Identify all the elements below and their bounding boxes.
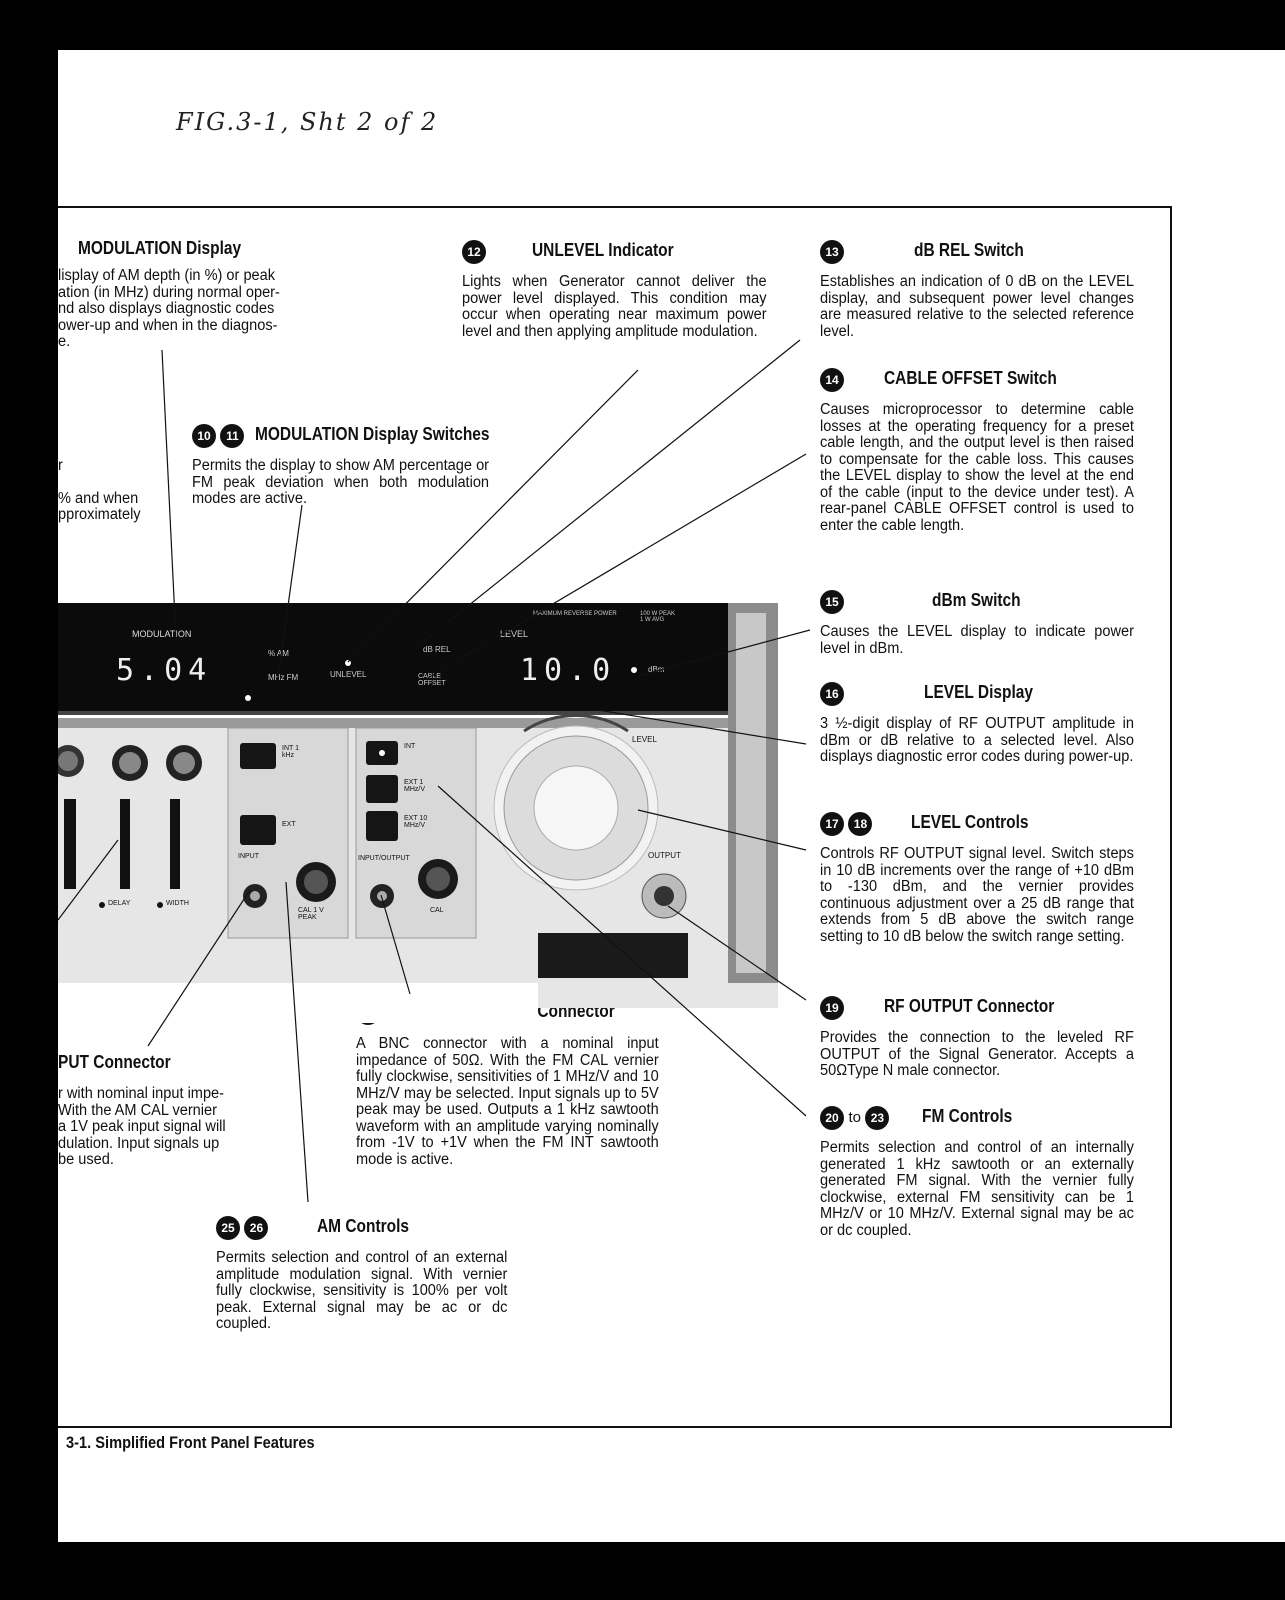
unlevel-title: UNLEVEL Indicator bbox=[532, 240, 675, 261]
fm-controls-to: to bbox=[848, 1109, 861, 1127]
panel-level-readout: 10.0 bbox=[520, 653, 617, 688]
fm-controls-text: Permits selection and control of an inte… bbox=[820, 1139, 1134, 1239]
panel-modulation-label: MODULATION bbox=[132, 629, 192, 639]
number-badge: 20 bbox=[820, 1106, 844, 1130]
cable-offset-title: CABLE OFFSET Switch bbox=[884, 368, 1058, 389]
cable-offset-heading: 14 CABLE OFFSET Switch bbox=[820, 368, 1085, 392]
dbm-heading: 15 dBm Switch bbox=[820, 590, 1035, 614]
text-line: ation (in MHz) during normal oper- bbox=[58, 283, 280, 301]
panel-am-input-label: INPUT bbox=[238, 853, 259, 860]
cable-offset-text: Causes microprocessor to determine cable… bbox=[820, 401, 1134, 534]
document-page: FIG.3-1, Sht 2 of 2 MODULATION Display l… bbox=[58, 50, 1285, 1569]
text-line: r bbox=[58, 457, 63, 474]
text-line: lisplay of AM depth (in %) or peak bbox=[58, 267, 276, 284]
number-badge: 19 bbox=[820, 996, 844, 1020]
number-badge: 26 bbox=[244, 1216, 269, 1240]
text-line: ower-up and when in the diagnos- bbox=[58, 316, 278, 334]
text-line: a 1V peak input signal will bbox=[58, 1118, 226, 1135]
number-badge: 18 bbox=[848, 812, 873, 836]
front-panel-photo: MODULATION 5.04 % AM MHz FM UNLEVEL dB R… bbox=[58, 603, 828, 1023]
db-rel-title: dB REL Switch bbox=[914, 240, 1025, 261]
am-input-text: r with nominal input impe- With the AM C… bbox=[58, 1085, 246, 1169]
panel-fm-cal-label: CAL bbox=[430, 907, 444, 914]
handwritten-note: FIG.3-1, Sht 2 of 2 bbox=[176, 108, 439, 136]
bottom-scan-edge bbox=[58, 1542, 1285, 1569]
fm-controls-heading: 20 to 23 FM Controls bbox=[820, 1106, 1027, 1130]
number-badge: 14 bbox=[820, 368, 844, 392]
panel-fm-ext1-label: EXT 1 MHz/V bbox=[404, 779, 425, 793]
panel-dbm-label: dBm bbox=[648, 665, 665, 674]
front-panel-drawing bbox=[58, 603, 778, 1023]
panel-level-knob-label: LEVEL bbox=[632, 735, 657, 744]
leader-lines bbox=[58, 339, 811, 1203]
panel-int-label: INT 1 kHz bbox=[282, 745, 299, 759]
level-display-text: 3 ½-digit display of RF OUTPUT amplitude… bbox=[820, 715, 1134, 765]
dbm-title: dBm Switch bbox=[932, 590, 1022, 611]
db-rel-text: Establishes an indication of 0 dB on the… bbox=[820, 273, 1134, 340]
level-display-heading: 16 LEVEL Display bbox=[820, 682, 1051, 706]
text-line: dulation. Input signals up bbox=[58, 1134, 220, 1152]
rf-output-heading: 19 RF OUTPUT Connector bbox=[820, 996, 1082, 1020]
text-line: nd also displays diagnostic codes bbox=[58, 300, 275, 317]
panel-am-label: % AM bbox=[268, 649, 289, 658]
text-line: With the AM CAL vernier bbox=[58, 1101, 217, 1119]
panel-fm-io-label: INPUT/OUTPUT bbox=[358, 855, 410, 862]
number-badge: 11 bbox=[220, 424, 245, 448]
number-badge: 10 bbox=[192, 424, 216, 448]
panel-modulation-readout: 5.04 bbox=[116, 653, 213, 688]
text-line: be used. bbox=[58, 1151, 114, 1168]
dbm-text: Causes the LEVEL display to indicate pow… bbox=[820, 623, 1134, 657]
panel-fm-label: MHz FM bbox=[268, 673, 299, 682]
rf-output-text: Provides the connection to the leveled R… bbox=[820, 1029, 1134, 1079]
partial-left-text: r % and when pproximately bbox=[58, 457, 152, 524]
panel-fm-int-label: INT bbox=[404, 743, 416, 750]
level-controls-title: LEVEL Controls bbox=[910, 812, 1029, 833]
unlevel-text: Lights when Generator cannot deliver the… bbox=[462, 273, 767, 340]
fm-controls-title: FM Controls bbox=[921, 1106, 1013, 1127]
modulation-display-heading: MODULATION Display bbox=[78, 238, 242, 258]
rf-output-title: RF OUTPUT Connector bbox=[884, 996, 1055, 1017]
panel-delay-label: DELAY bbox=[108, 900, 131, 907]
fm-input-text: A BNC connector with a nominal input imp… bbox=[356, 1035, 659, 1168]
figure-caption: 3-1. Simplified Front Panel Features bbox=[66, 1433, 315, 1452]
modulation-display-text: lisplay of AM depth (in %) or peak ation… bbox=[58, 267, 301, 351]
panel-width-label: WIDTH bbox=[166, 900, 189, 907]
level-controls-heading: 17 18 LEVEL Controls bbox=[820, 812, 1048, 836]
number-badge: 15 bbox=[820, 590, 844, 614]
am-controls-text: Permits selection and control of an exte… bbox=[216, 1249, 508, 1332]
figure-frame bbox=[58, 206, 1172, 1428]
db-rel-heading: 13 dB REL Switch bbox=[820, 240, 1042, 264]
number-badge: 17 bbox=[820, 812, 844, 836]
unlevel-heading: 12 UNLEVEL Indicator bbox=[462, 240, 697, 264]
panel-max-reverse-value: 100 W PEAK 1 W AVG bbox=[640, 611, 676, 623]
mod-switches-text: Permits the display to show AM percentag… bbox=[192, 457, 490, 507]
text-line: r with nominal input impe- bbox=[58, 1085, 225, 1102]
mod-switches-title: MODULATION Display Switches bbox=[254, 424, 490, 445]
panel-am-cal-label: CAL 1 V PEAK bbox=[298, 907, 324, 921]
panel-db-rel-label: dB REL bbox=[423, 645, 451, 654]
text-line: % and when bbox=[58, 489, 139, 507]
number-badge: 13 bbox=[820, 240, 844, 264]
text-line: e. bbox=[58, 333, 71, 350]
panel-output-label: OUTPUT bbox=[648, 851, 681, 860]
number-badge: 25 bbox=[216, 1216, 240, 1240]
number-badge: 16 bbox=[820, 682, 844, 706]
mod-switches-heading: 10 11 MODULATION Display Switches bbox=[192, 424, 528, 448]
panel-unlevel-label: UNLEVEL bbox=[330, 670, 367, 679]
panel-fm-ext10-label: EXT 10 MHz/V bbox=[404, 815, 428, 829]
level-controls-text: Controls RF OUTPUT signal level. Switch … bbox=[820, 845, 1134, 945]
number-badge: 12 bbox=[462, 240, 486, 264]
panel-ext-label: EXT bbox=[282, 821, 296, 828]
level-display-title: LEVEL Display bbox=[924, 682, 1034, 703]
am-controls-title: AM Controls bbox=[316, 1216, 409, 1237]
am-controls-heading: 25 26 AM Controls bbox=[216, 1216, 424, 1240]
am-input-title: PUT Connector bbox=[58, 1052, 171, 1072]
text-line: pproximately bbox=[58, 506, 141, 523]
panel-level-label: LEVEL bbox=[500, 629, 529, 639]
number-badge: 23 bbox=[865, 1106, 890, 1130]
panel-max-reverse: MAXIMUM REVERSE POWER bbox=[533, 611, 617, 617]
